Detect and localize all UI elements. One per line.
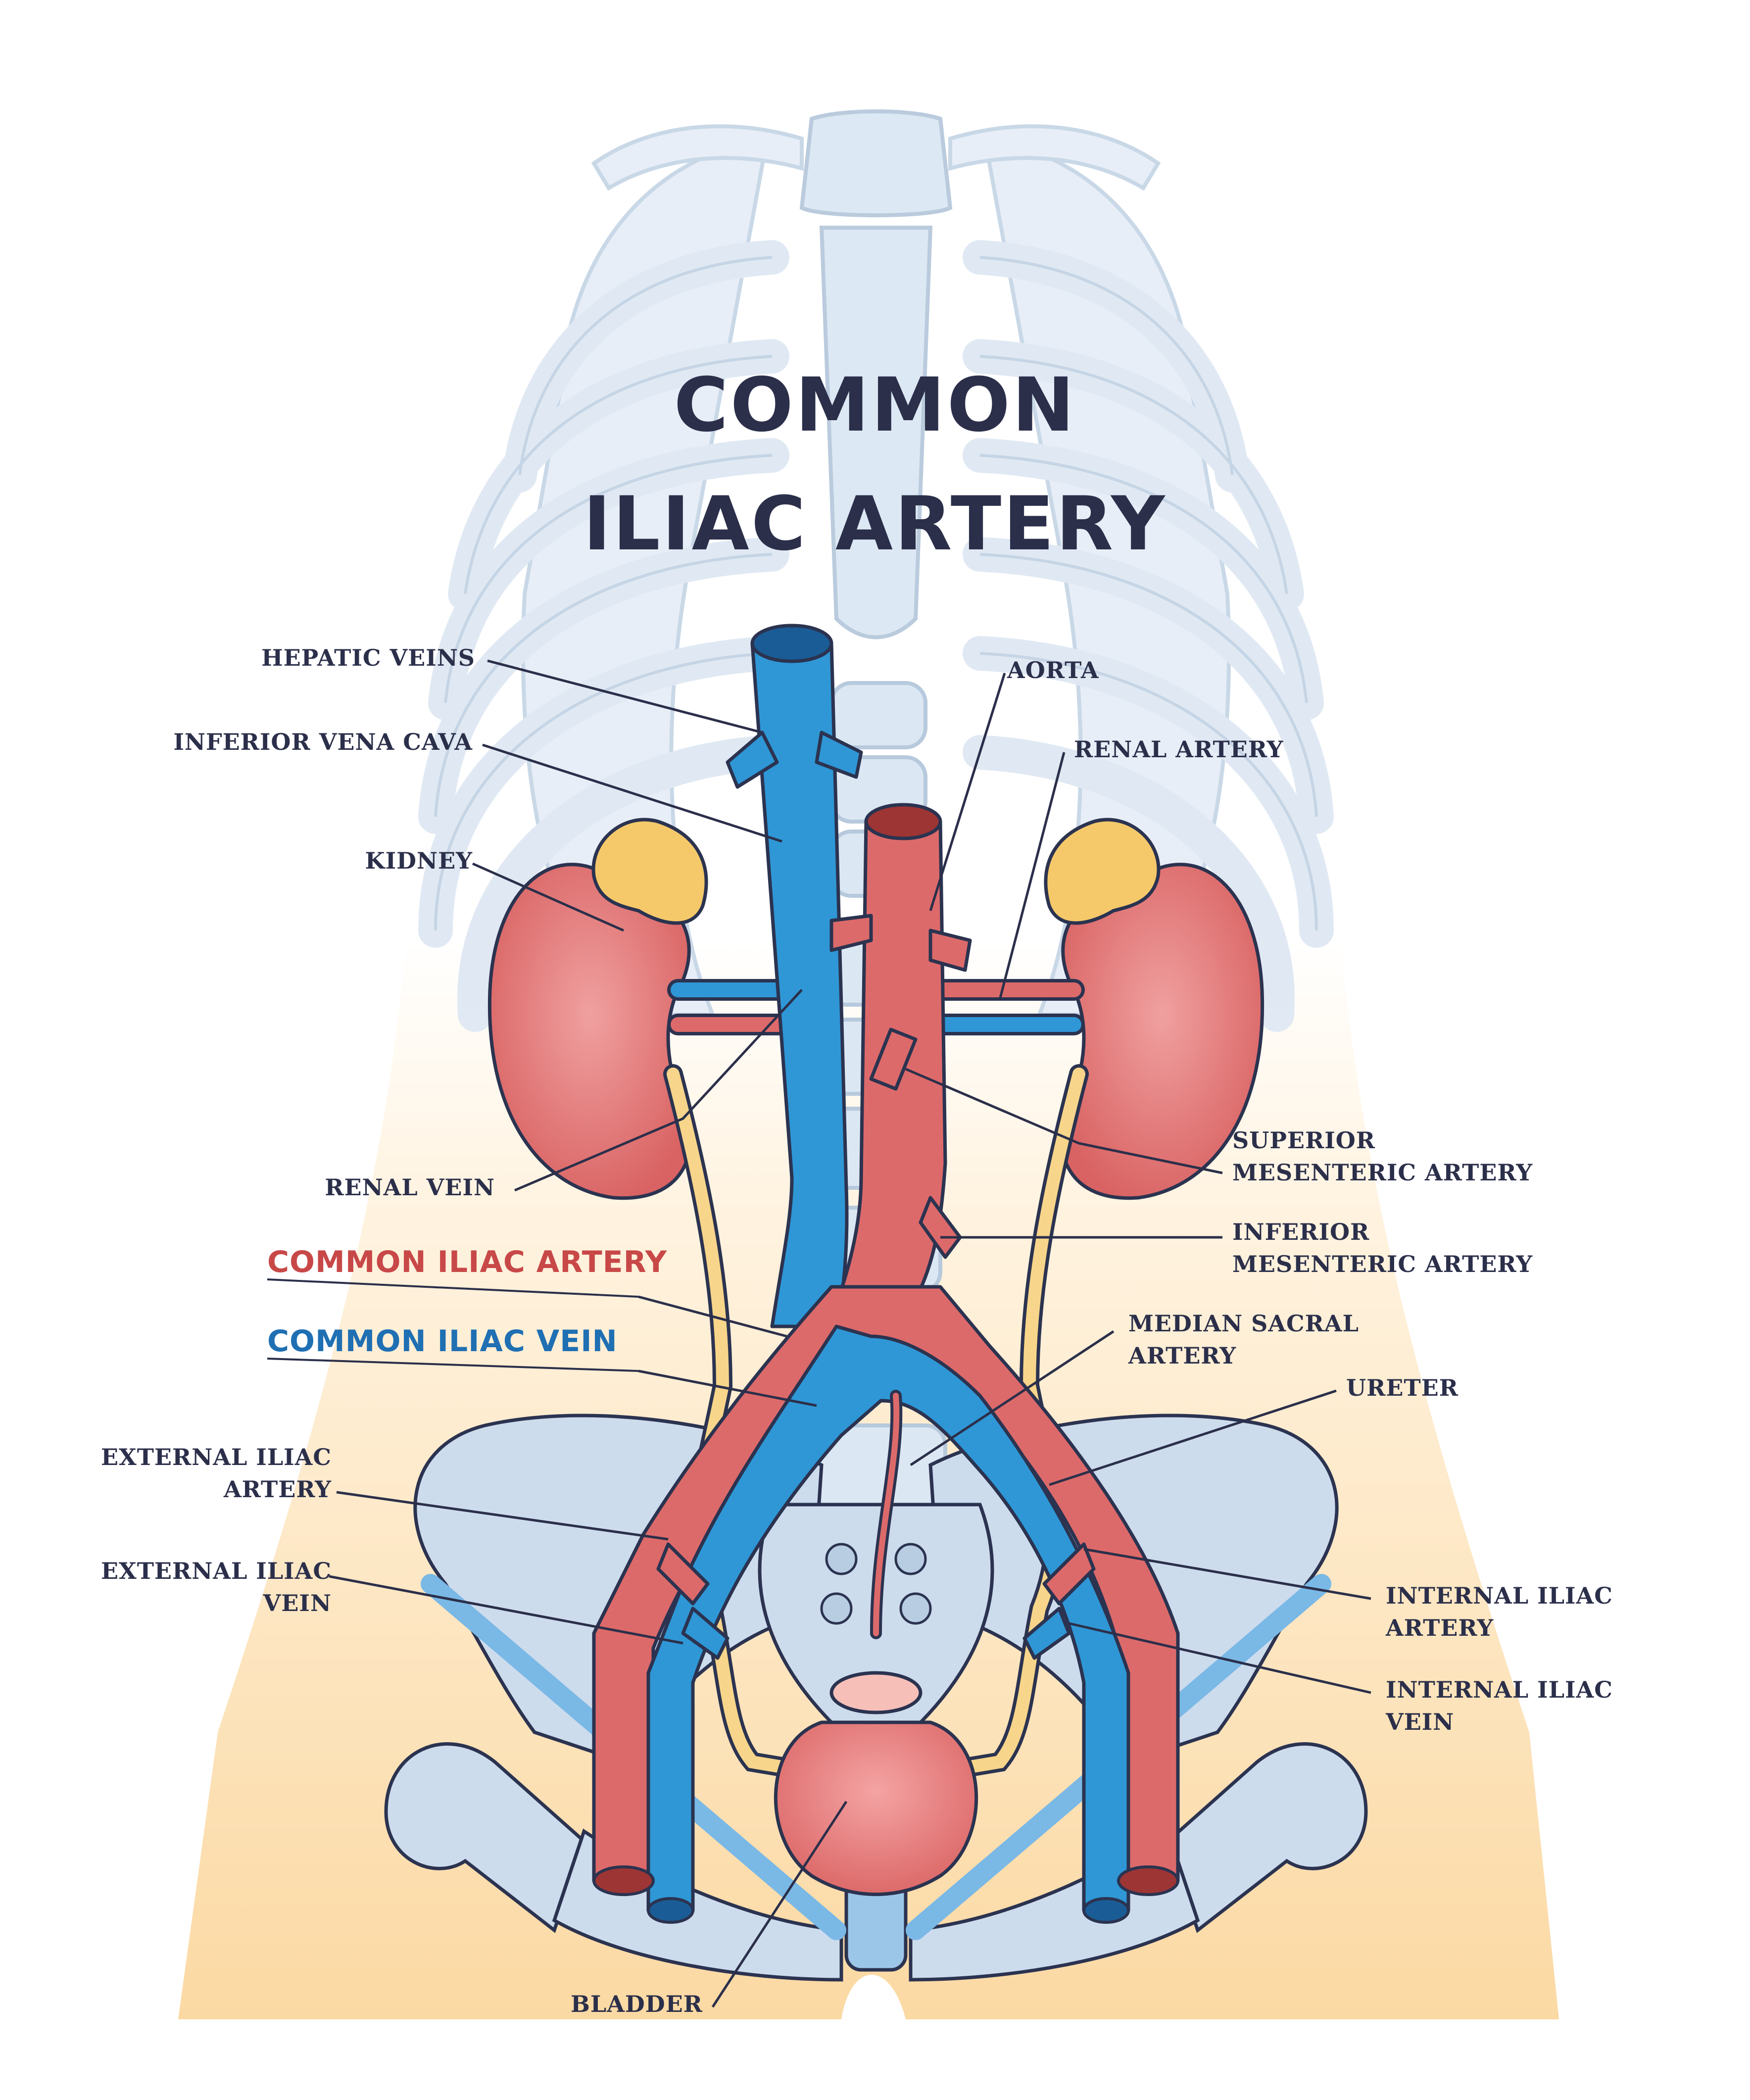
label-internal-iliac-artery-2: ARTERY (1385, 1614, 1494, 1641)
label-aorta: AORTA (1007, 657, 1099, 684)
label-ureter: URETER (1346, 1374, 1458, 1401)
adrenal-left (591, 818, 708, 925)
label-internal-iliac-vein-2: VEIN (1385, 1709, 1454, 1735)
title-line-1: COMMON (674, 362, 1076, 448)
iliac-vessels (592, 1285, 1180, 1924)
label-superior-mesenteric-2: MESENTERIC ARTERY (1232, 1159, 1533, 1186)
kidney-right (1044, 818, 1264, 1200)
label-internal-iliac-artery-1: INTERNAL ILIAC (1386, 1582, 1613, 1609)
label-common-iliac-vein: COMMON ILIAC VEIN (267, 1324, 618, 1359)
aorta (829, 803, 972, 1319)
label-renal-artery: RENAL ARTERY (1074, 736, 1284, 763)
adrenal-right (1044, 818, 1161, 925)
label-internal-iliac-vein-1: INTERNAL ILIAC (1386, 1676, 1613, 1703)
label-median-sacral-1: MEDIAN SACRAL (1128, 1310, 1359, 1337)
sternum (799, 109, 953, 639)
inferior-vena-cava (726, 624, 863, 1328)
label-external-iliac-artery-2: ARTERY (223, 1476, 332, 1503)
label-inferior-mesenteric-2: MESENTERIC ARTERY (1232, 1251, 1533, 1277)
label-superior-mesenteric-1: SUPERIOR (1232, 1127, 1375, 1154)
label-median-sacral-2: ARTERY (1128, 1342, 1236, 1369)
leader-lines (267, 659, 1371, 2008)
title-line-2: ILIAC ARTERY (583, 481, 1167, 567)
label-inferior-vena-cava: INFERIOR VENA CAVA (173, 729, 473, 755)
label-inferior-mesenteric-1: INFERIOR (1232, 1219, 1369, 1245)
rib-cage (418, 109, 1334, 1032)
label-external-iliac-artery-1: EXTERNAL ILIAC (101, 1444, 332, 1470)
label-kidney: KIDNEY (365, 847, 473, 874)
bladder (774, 1671, 978, 1896)
label-renal-vein: RENAL VEIN (325, 1174, 495, 1201)
label-common-iliac-artery: COMMON ILIAC ARTERY (267, 1245, 668, 1279)
label-external-iliac-vein-1: EXTERNAL ILIAC (101, 1558, 332, 1584)
label-external-iliac-vein-2: VEIN (263, 1590, 332, 1616)
labels: HEPATIC VEINS INFERIOR VENA CAVA KIDNEY … (101, 644, 1613, 2017)
label-bladder: BLADDER (571, 1991, 703, 2017)
label-hepatic-veins: HEPATIC VEINS (261, 644, 475, 671)
kidney-left (487, 818, 708, 1200)
